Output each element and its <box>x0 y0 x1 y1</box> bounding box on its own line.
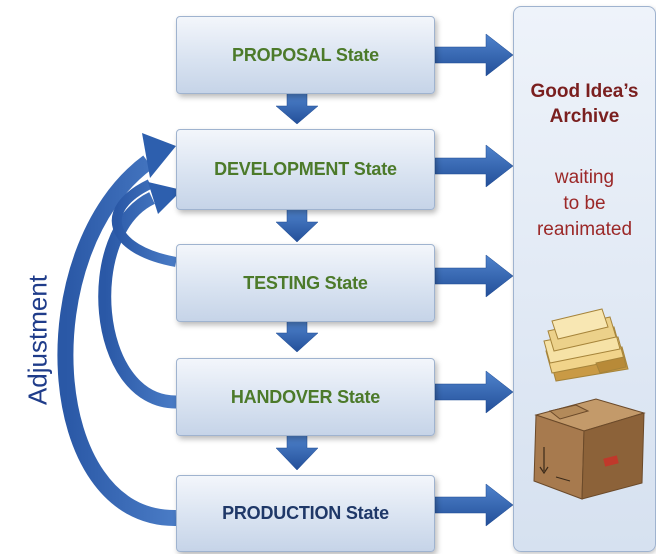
down-arrow-4 <box>275 434 319 471</box>
loop-handover-to-development <box>98 192 177 409</box>
archive-arrow-2 <box>434 144 514 188</box>
state-box-development: DEVELOPMENT State <box>176 129 435 210</box>
state-label-proposal: PROPOSAL State <box>232 44 379 65</box>
loop-head-2 <box>148 182 182 214</box>
state-label-handover: HANDOVER State <box>230 386 381 407</box>
loop-head-1 <box>142 133 176 178</box>
archive-arrow-1 <box>434 33 514 77</box>
state-box-proposal: PROPOSAL State <box>176 16 435 94</box>
archive-sub-line1: waiting <box>554 167 615 188</box>
archive-title: Good Idea’s Archive <box>514 79 655 129</box>
archive-arrow-4 <box>434 370 514 414</box>
state-box-handover: HANDOVER State <box>176 358 435 436</box>
archive-arrow-5 <box>434 483 514 527</box>
state-box-testing: TESTING State <box>176 244 435 322</box>
adjustment-label: Adjustment <box>22 274 53 406</box>
down-arrow-2 <box>275 208 319 243</box>
state-label-development: DEVELOPMENT State <box>214 159 397 179</box>
state-label-production: PRODUCTION State <box>222 503 389 523</box>
archive-subtitle: waiting to be reanimated <box>514 165 655 243</box>
down-arrow-3 <box>275 320 319 353</box>
folders-icon <box>543 308 629 382</box>
archive-title-line1: Good Idea’s <box>530 81 639 102</box>
archive-sub-line2: to be <box>563 193 606 214</box>
archive-sub-line3: reanimated <box>536 219 633 240</box>
down-arrow-1 <box>275 92 319 125</box>
state-label-testing: TESTING State <box>243 272 368 293</box>
archive-arrow-3 <box>434 254 514 298</box>
state-box-production: PRODUCTION State <box>176 475 435 552</box>
loop-testing-to-development <box>111 179 177 267</box>
archive-title-line2: Archive <box>549 106 620 127</box>
cardboard-box-icon <box>533 398 646 500</box>
loop-production-to-development <box>57 155 177 527</box>
archive-panel: Good Idea’s Archive waiting to be reanim… <box>513 6 656 552</box>
